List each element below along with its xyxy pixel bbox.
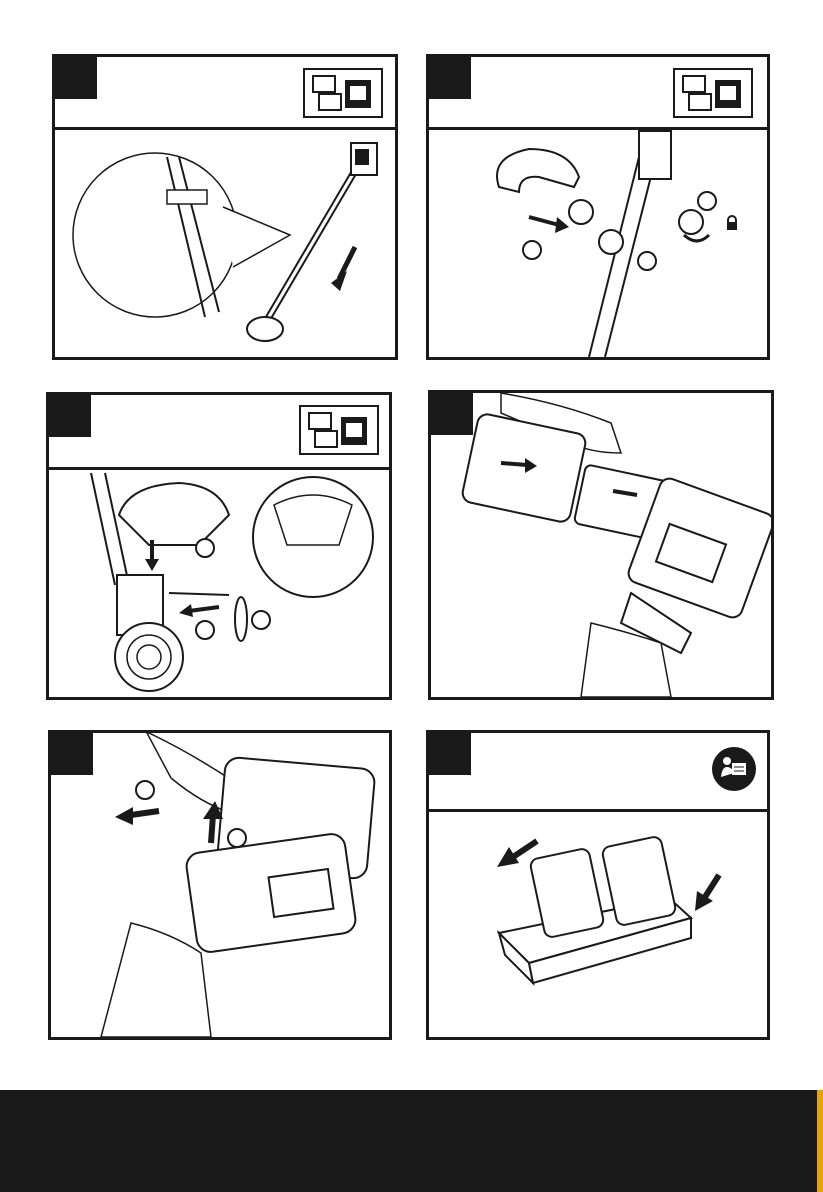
panel-3 <box>46 392 392 700</box>
callout-circle <box>195 620 215 640</box>
panel-1 <box>52 54 398 360</box>
callout-circle <box>637 251 657 271</box>
page-footer-accent <box>817 1090 823 1192</box>
callout-circle <box>697 191 717 211</box>
panel-4 <box>428 390 774 700</box>
callout-circle <box>135 780 155 800</box>
panel-5 <box>48 730 392 1040</box>
page-footer-band <box>0 1090 823 1192</box>
lock-icon <box>725 215 739 231</box>
callout-circle <box>227 828 247 848</box>
panel-6 <box>426 730 770 1040</box>
callout-circle <box>195 538 215 558</box>
callout-circle <box>251 610 271 630</box>
callout-circle <box>522 240 542 260</box>
panel-2 <box>426 54 770 360</box>
